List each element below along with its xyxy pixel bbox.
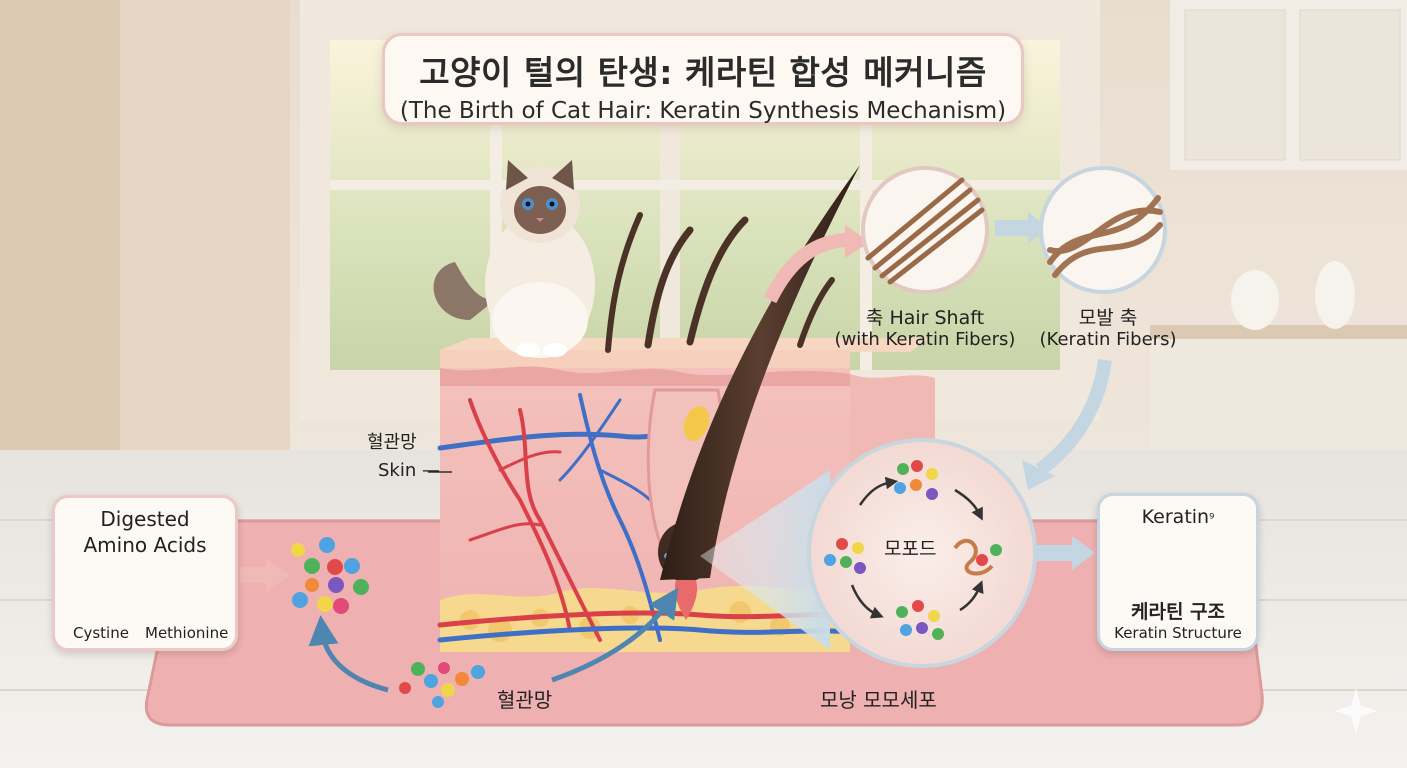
bottom-vessel-label: 혈관망 <box>497 688 553 712</box>
keratin-structure-korean: 케라틴 구조 <box>1130 601 1225 623</box>
amino-box-title: Digested Amino Acids <box>55 506 235 558</box>
hair-shaft-subtitle: (with Keratin Fibers) <box>834 329 1016 350</box>
amino-title-line1: Digested <box>100 507 190 531</box>
keratin-box: Keratin⁹ 케라틴 구조 Keratin Structure <box>1097 493 1259 651</box>
follicle-cells-label: 모낭 모모세포 <box>820 688 937 712</box>
skin-vessel-label: 혈관망 <box>367 432 417 453</box>
fibers-subtitle: (Keratin Fibers) <box>1039 329 1177 350</box>
keratin-title-text: Keratin <box>1141 506 1210 528</box>
methionine-label: Methionine <box>145 624 229 642</box>
title-korean: 고양이 털의 탄생: 케라틴 합성 메커니즘 <box>419 53 987 92</box>
cat-illustration <box>433 160 595 358</box>
bubble-center-label: 모포드 <box>884 538 937 560</box>
keratin-box-title: Keratin⁹ <box>1100 506 1256 528</box>
amino-title-line2: Amino Acids <box>83 533 207 557</box>
fibers-title: 모발 축 <box>1078 307 1138 329</box>
keratin-title-mark: ⁹ <box>1209 512 1215 527</box>
hair-shaft-title: 축 Hair Shaft <box>865 307 985 329</box>
title-box: 고양이 털의 탄생: 케라틴 합성 메커니즘 (The Birth of Cat… <box>382 33 1024 125</box>
keratin-structure-english: Keratin Structure <box>1114 624 1242 642</box>
skin-label: Skin — <box>378 460 440 481</box>
cystine-label: Cystine <box>73 624 129 642</box>
title-english: (The Birth of Cat Hair: Keratin Synthesi… <box>399 98 1007 124</box>
amino-acids-box: Digested Amino Acids Cystine Methionine <box>52 495 238 651</box>
